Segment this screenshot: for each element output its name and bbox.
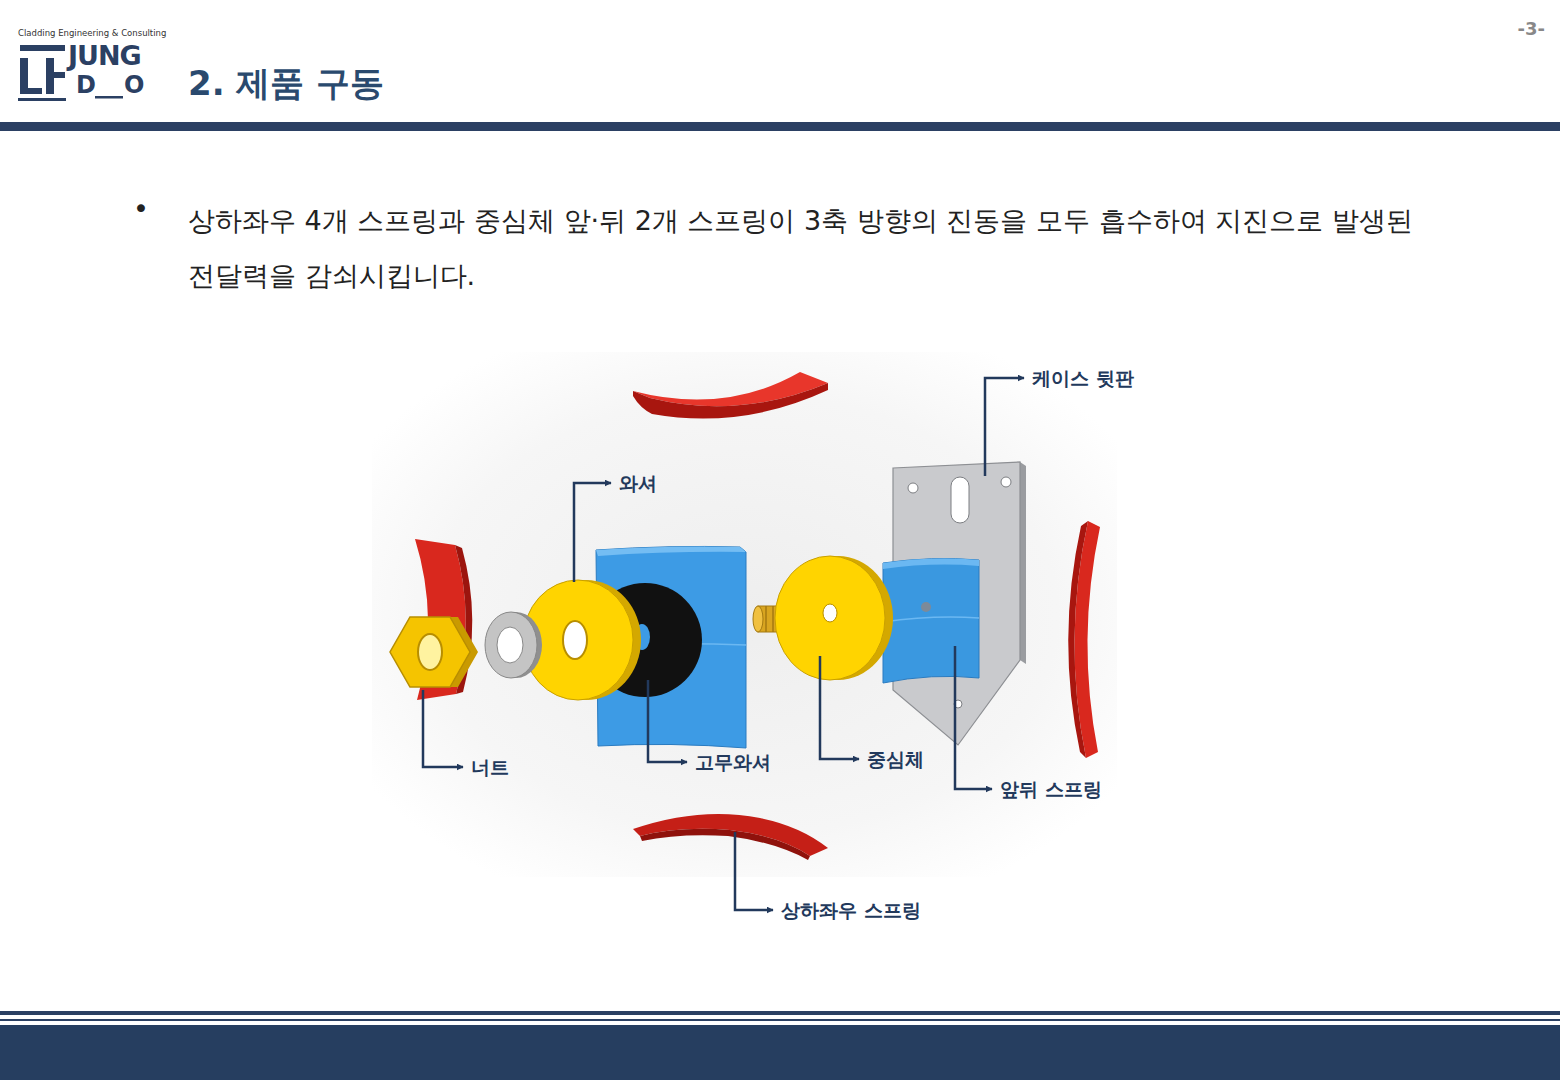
spring-edge [633,383,828,419]
leader-line [985,378,1024,476]
plate-hole [1001,477,1011,487]
right-spring [1068,521,1100,758]
part-label: 너트 [471,756,509,779]
footer-line [0,1011,1560,1015]
disc-face [775,556,885,680]
bullet-mark: • [133,193,149,225]
logo-bar [20,88,42,94]
plate-slot [951,477,969,523]
logo-letter: D [76,71,96,100]
nut-hole [418,634,442,670]
nut-face [390,617,470,687]
company-tagline: Cladding Engineering & Consulting [18,28,166,38]
part-label: 상하좌우 스프링 [781,899,921,922]
part-label: 와셔 [619,472,657,495]
channel-lip [883,559,979,569]
part-label: 앞뒤 스프링 [1000,778,1102,801]
part-label: 케이스 뒷판 [1032,367,1134,390]
washer-face [485,612,537,678]
top-spring [633,372,828,419]
small-channel [883,559,979,683]
leader-line [735,832,773,910]
logo-bar [20,45,65,51]
channel-lip [596,546,746,556]
stud-end [753,606,763,632]
part-label: 고무와셔 [695,751,771,774]
washer-hole [563,621,587,659]
grey-washer [485,612,542,678]
channel-hole [921,602,931,612]
logo-underline [95,96,123,99]
logo-word: JUNG [68,40,141,72]
plate-hole [908,483,918,493]
leader-line [423,690,463,767]
logo-letter: O [124,71,144,100]
leader-line [574,483,611,582]
leader-line [955,646,992,789]
plate-flange [1020,462,1026,664]
washer-hole [497,627,523,663]
leader-lines [423,378,1024,910]
slide-title: 2. 제품 구동 [188,63,384,104]
footer-band [0,1025,1560,1080]
nut [390,617,478,687]
spring-edge [1068,521,1088,758]
spring-edge [640,829,810,860]
page-number: -3- [1518,18,1545,40]
footer-line [0,1019,1560,1021]
part-label: 중심체 [867,748,924,771]
logo-bar [54,72,65,78]
logo-bar [46,58,54,94]
logo-underline [18,98,66,101]
leader-line [648,680,687,762]
illustration-ground [372,352,1117,877]
description-text: 상하좌우 4개 스프링과 중심체 앞·뒤 2개 스프링이 3축 방향의 진동을 … [188,193,1433,303]
leader-line [820,656,859,759]
bottom-spring [633,814,828,860]
channel-crease [883,617,979,622]
disc-hole [823,604,837,622]
center-body [775,556,893,680]
header-band [0,122,1560,131]
channel-face [883,559,979,683]
